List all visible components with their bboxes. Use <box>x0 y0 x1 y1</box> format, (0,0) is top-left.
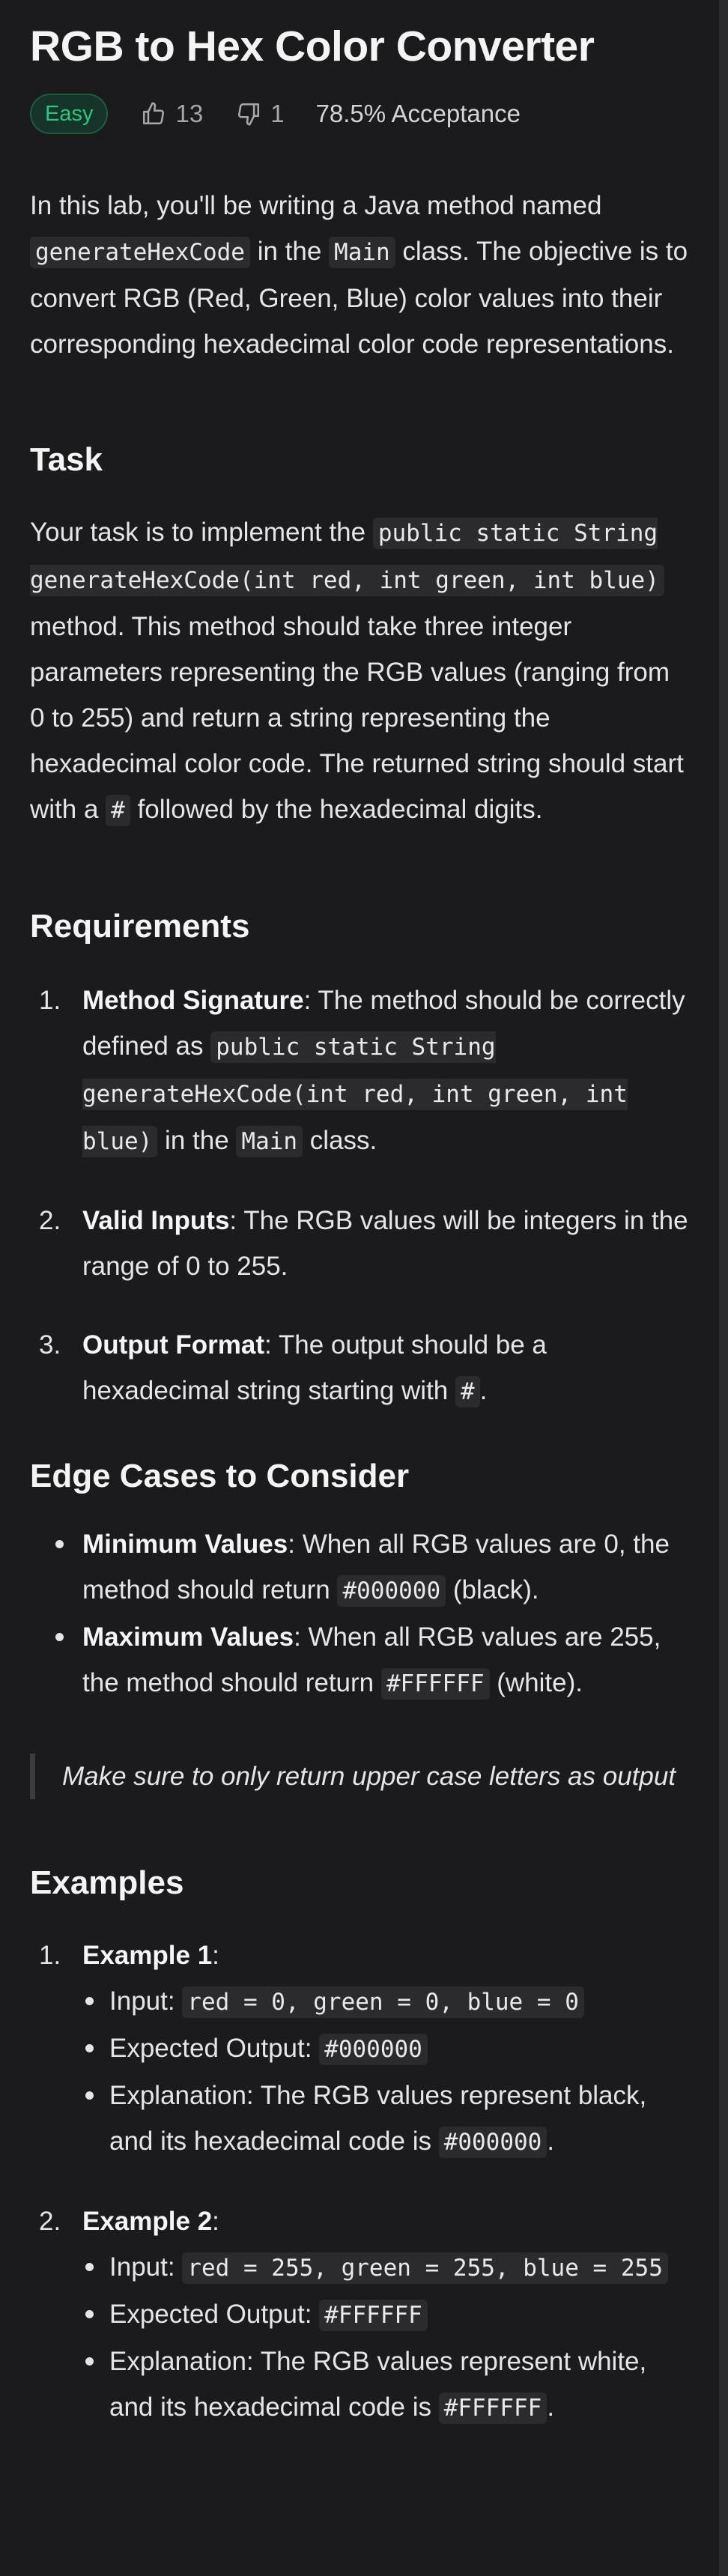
inline-code: red = 0, green = 0, blue = 0 <box>182 1986 584 2018</box>
task-paragraph: Your task is to implement the public sta… <box>30 509 691 834</box>
intro-text: In this lab, you'll be writing a Java me… <box>30 191 602 220</box>
bullet-icon <box>55 1633 64 1641</box>
intro-text: class. The objective is to convert RGB (… <box>30 237 688 359</box>
item-text: : When all RGB values are 0, the method … <box>82 1530 670 1604</box>
list-item: Input: red = 255, green = 255, blue = 25… <box>82 2244 691 2291</box>
item-text: Explanation: The RGB values represent wh… <box>109 2347 647 2422</box>
list-number: 3. <box>39 1330 61 1360</box>
item-text: : <box>212 2207 219 2236</box>
inline-code: #000000 <box>337 1575 446 1607</box>
item-text: (white). <box>489 1668 583 1697</box>
list-item: 1. Method Signature: The method should be… <box>30 978 691 1165</box>
acceptance-rate: 78.5% Acceptance <box>315 100 521 127</box>
list-item: Maximum Values: When all RGB values are … <box>30 1614 691 1707</box>
bullet-icon <box>55 1540 64 1548</box>
bullet-icon <box>85 1997 94 2005</box>
inline-code: #FFFFFF <box>319 2300 428 2331</box>
problem-meta: Easy 13 1 78.5% Acceptance <box>30 90 691 138</box>
intro-paragraph: In this lab, you'll be writing a Java me… <box>30 183 691 367</box>
inline-code: #000000 <box>438 2127 547 2158</box>
list-item: Expected Output: #FFFFFF <box>82 2291 691 2339</box>
list-item: Expected Output: #000000 <box>82 2025 691 2073</box>
item-text: : The output should be a hexadecimal str… <box>82 1330 547 1405</box>
example-details: Input: red = 255, green = 255, blue = 25… <box>82 2244 691 2431</box>
examples-heading: Examples <box>30 1864 184 1901</box>
item-text: (black). <box>446 1575 539 1604</box>
list-item: Input: red = 0, green = 0, blue = 0 <box>82 1978 691 2025</box>
task-text: followed by the hexadecimal digits. <box>130 795 543 824</box>
bullet-icon <box>85 2310 94 2318</box>
bullet-icon <box>85 2044 94 2052</box>
problem-description: RGB to Hex Color Converter Easy 13 1 78.… <box>30 22 691 2431</box>
examples-list: 1. Example 1: Input: red = 0, green = 0, … <box>30 1933 691 2431</box>
dislike-button[interactable]: 1 <box>236 100 285 128</box>
item-text: : The method should be correctly defined… <box>82 986 685 1061</box>
list-number: 2. <box>39 2207 61 2236</box>
example-item: 1. Example 1: Input: red = 0, green = 0, … <box>30 1933 691 2166</box>
list-number: 2. <box>39 1206 61 1235</box>
requirements-heading: Requirements <box>30 908 250 945</box>
item-title: Method Signature <box>82 986 304 1015</box>
item-title: Maximum Values <box>82 1622 294 1652</box>
item-text: : <box>212 1941 219 1970</box>
note-blockquote: Make sure to only return upper case lett… <box>30 1754 691 1799</box>
list-item: 2. Valid Inputs: The RGB values will be i… <box>30 1198 691 1289</box>
difficulty-badge: Easy <box>30 94 109 134</box>
item-text: : When all RGB values are 255, the metho… <box>82 1622 661 1697</box>
list-item: Minimum Values: When all RGB values are … <box>30 1521 691 1614</box>
inline-code: #FFFFFF <box>380 1668 490 1700</box>
edge-cases-heading: Edge Cases to Consider <box>30 1458 410 1494</box>
inline-code: #FFFFFF <box>438 2392 547 2424</box>
list-item: 3. Output Format: The output should be a … <box>30 1322 691 1415</box>
item-text: : The RGB values will be integers in the… <box>82 1206 688 1281</box>
task-heading: Task <box>30 441 103 478</box>
inline-code: #000000 <box>319 2034 428 2065</box>
inline-code: red = 255, green = 255, blue = 255 <box>182 2252 668 2284</box>
list-number: 1. <box>39 1941 61 1970</box>
inline-code: Main <box>329 237 395 268</box>
item-title: Output Format <box>82 1330 265 1360</box>
example-title: Example 1 <box>82 1941 213 1970</box>
example-title: Example 2 <box>82 2207 213 2236</box>
dislike-count: 1 <box>270 100 285 127</box>
item-text: class. <box>303 1126 377 1155</box>
example-item: 2. Example 2: Input: red = 255, green = 2… <box>30 2198 691 2431</box>
item-text: Input: <box>109 1986 183 2016</box>
list-item: Explanation: The RGB values represent bl… <box>82 2073 691 2166</box>
task-text: Your task is to implement the <box>30 518 373 547</box>
inline-code: # <box>455 1376 480 1407</box>
like-button[interactable]: 13 <box>141 100 203 128</box>
bullet-icon <box>85 2091 94 2100</box>
task-text: method. This method should take three in… <box>30 612 684 824</box>
thumbs-down-icon <box>238 103 260 126</box>
item-title: Valid Inputs <box>82 1206 230 1235</box>
item-text: Explanation: The RGB values represent bl… <box>109 2081 647 2156</box>
problem-title: RGB to Hex Color Converter <box>30 22 595 70</box>
item-text: . <box>547 2392 555 2422</box>
inline-code: # <box>106 795 130 826</box>
item-text: Expected Output: <box>109 2300 320 2329</box>
item-text: in the <box>157 1126 237 1155</box>
like-count: 13 <box>175 100 204 127</box>
bullet-icon <box>85 2263 94 2271</box>
list-number: 1. <box>39 986 61 1015</box>
inline-code: generateHexCode <box>30 237 250 268</box>
example-details: Input: red = 0, green = 0, blue = 0 Expe… <box>82 1978 691 2166</box>
item-title: Minimum Values <box>82 1530 288 1559</box>
requirements-list: 1. Method Signature: The method should be… <box>30 978 691 1415</box>
edge-cases-list: Minimum Values: When all RGB values are … <box>30 1521 691 1707</box>
thumbs-up-icon <box>143 102 165 125</box>
inline-code: Main <box>236 1126 303 1157</box>
item-text: . <box>547 2127 555 2156</box>
item-text: . <box>479 1376 488 1405</box>
intro-text: in the <box>249 237 330 266</box>
item-text: Expected Output: <box>109 2034 320 2063</box>
list-item: Explanation: The RGB values represent wh… <box>82 2339 691 2431</box>
item-text: Input: <box>109 2252 183 2282</box>
scrollbar[interactable] <box>719 0 728 2576</box>
bullet-icon <box>85 2357 94 2366</box>
